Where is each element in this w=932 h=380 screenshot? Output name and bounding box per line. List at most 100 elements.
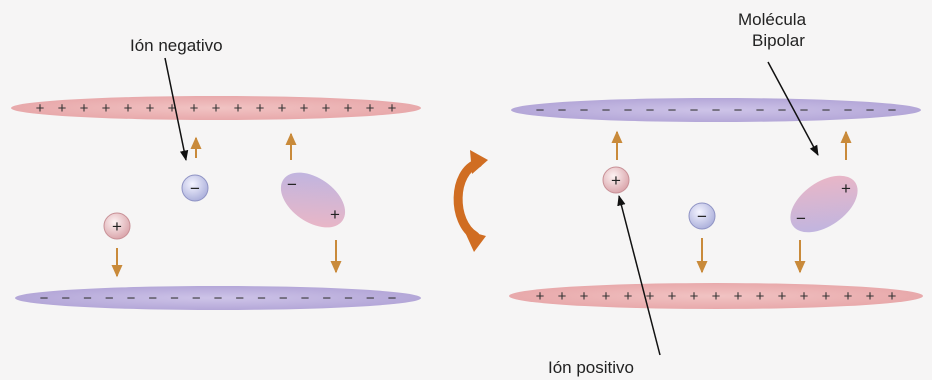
positive-ion-right — [602, 166, 630, 194]
plate-signs-bottom-right: + + + + + + + + + + + + + + + + + — [536, 288, 897, 305]
plate-charge-sign: + — [58, 100, 67, 117]
rotation-arrow-icon — [453, 150, 488, 252]
plate-charge-sign: − — [322, 290, 331, 307]
plate-charge-sign: + — [256, 100, 265, 117]
plate-charge-sign: − — [301, 290, 310, 307]
plate-charge-sign: − — [40, 290, 49, 307]
plate-charge-sign: − — [61, 290, 70, 307]
bipolar-plus-sign-left: + — [330, 205, 340, 224]
plate-charge-sign: + — [756, 288, 765, 305]
positive-ion-left — [103, 212, 131, 240]
plate-charge-sign: + — [124, 100, 133, 117]
plate-charge-sign: − — [279, 290, 288, 307]
plate-charge-sign: + — [146, 100, 155, 117]
plate-signs-top-left: +++++++++++++++++ — [36, 100, 397, 117]
top-plate-positive-left — [11, 96, 421, 120]
plate-charge-sign: + — [712, 288, 721, 305]
plate-charge-sign: − — [105, 290, 114, 307]
plate-charge-sign: − — [844, 102, 853, 119]
plate-charge-sign: + — [646, 288, 655, 305]
bipolar-molecule-left — [280, 172, 346, 228]
plate-charge-sign: + — [844, 288, 853, 305]
plate-charge-sign: + — [36, 100, 45, 117]
bipolar-minus-sign-right: − — [796, 209, 806, 228]
plate-charge-sign: − — [646, 102, 655, 119]
left-panel: +++++++++++++++++ −−−−−−−−−−−−−−−−− − + … — [11, 57, 421, 310]
plate-charge-sign: − — [83, 290, 92, 307]
plate-charge-sign: + — [624, 288, 633, 305]
positive-ion-sign-left: + — [112, 217, 122, 236]
negative-ion-label: Ión negativo — [130, 36, 223, 55]
plate-signs-bottom-left: −−−−−−−−−−−−−−−−− — [40, 290, 397, 307]
bipolar-minus-sign-left: − — [287, 175, 297, 194]
plate-charge-sign: − — [712, 102, 721, 119]
plate-charge-sign: + — [212, 100, 221, 117]
plate-charge-sign: − — [366, 290, 375, 307]
plate-charge-sign: − — [668, 102, 677, 119]
plate-charge-sign: + — [536, 288, 545, 305]
plate-charge-sign: − — [344, 290, 353, 307]
plate-charge-sign: + — [690, 288, 699, 305]
plate-charge-sign: + — [278, 100, 287, 117]
plate-signs-top-right: −−−−−−−−−−−−−−−−− — [536, 102, 897, 119]
right-panel: −−−−−−−−−−−−−−−−− +++++++++++++++++ + − … — [509, 61, 923, 356]
plate-charge-sign: + — [168, 100, 177, 117]
negative-ion-sign-right: − — [697, 207, 707, 226]
plate-charge-sign: + — [366, 100, 375, 117]
plate-charge-sign: − — [756, 102, 765, 119]
plate-charge-sign: + — [580, 288, 589, 305]
positive-ion-label: Ión positivo — [548, 358, 634, 377]
positive-ion-sign-right: + — [611, 171, 621, 190]
plate-charge-sign: + — [668, 288, 677, 305]
plate-charge-sign: + — [344, 100, 353, 117]
plate-charge-sign: + — [102, 100, 111, 117]
bottom-plate-negative-left — [15, 286, 421, 310]
plate-charge-sign: − — [800, 102, 809, 119]
plate-charge-sign: + — [602, 288, 611, 305]
plate-charge-sign: + — [80, 100, 89, 117]
plate-charge-sign: − — [624, 102, 633, 119]
plate-charge-sign: + — [800, 288, 809, 305]
plate-charge-sign: + — [388, 100, 397, 117]
plate-charge-sign: − — [558, 102, 567, 119]
plate-charge-sign: − — [866, 102, 875, 119]
plate-charge-sign: + — [190, 100, 199, 117]
plate-charge-sign: − — [778, 102, 787, 119]
plate-charge-sign: − — [148, 290, 157, 307]
plate-charge-sign: + — [558, 288, 567, 305]
plate-charge-sign: − — [235, 290, 244, 307]
plate-charge-sign: − — [734, 102, 743, 119]
plate-charge-sign: − — [536, 102, 545, 119]
plate-charge-sign: − — [170, 290, 179, 307]
bipolar-molecule-label-line2: Bipolar — [752, 31, 805, 50]
pointer-line-positive-ion — [617, 194, 661, 356]
pointer-line-bipolar — [767, 61, 819, 156]
plate-charge-sign: − — [257, 290, 266, 307]
negative-ion-left — [181, 174, 209, 202]
plate-charge-sign: − — [192, 290, 201, 307]
top-plate-negative-right — [511, 98, 921, 122]
plate-charge-sign: + — [888, 288, 897, 305]
plate-charge-sign: + — [778, 288, 787, 305]
plate-charge-sign: + — [300, 100, 309, 117]
plate-charge-sign: + — [322, 100, 331, 117]
plate-charge-sign: − — [580, 102, 589, 119]
plate-charge-sign: − — [690, 102, 699, 119]
negative-ion-right — [688, 202, 716, 230]
bipolar-molecule-right — [790, 175, 858, 233]
plate-charge-sign: − — [602, 102, 611, 119]
plate-charge-sign: − — [888, 102, 897, 119]
bottom-plate-positive-right — [509, 283, 923, 309]
plate-charge-sign: + — [822, 288, 831, 305]
plate-charge-sign: + — [866, 288, 875, 305]
plate-charge-sign: − — [214, 290, 223, 307]
plate-charge-sign: + — [734, 288, 743, 305]
pointer-line-negative-ion — [164, 57, 189, 162]
negative-ion-sign-left: − — [190, 179, 200, 198]
bipolar-plus-sign-right: + — [841, 179, 851, 198]
plate-charge-sign: − — [127, 290, 136, 307]
plate-charge-sign: − — [822, 102, 831, 119]
plate-charge-sign: − — [388, 290, 397, 307]
